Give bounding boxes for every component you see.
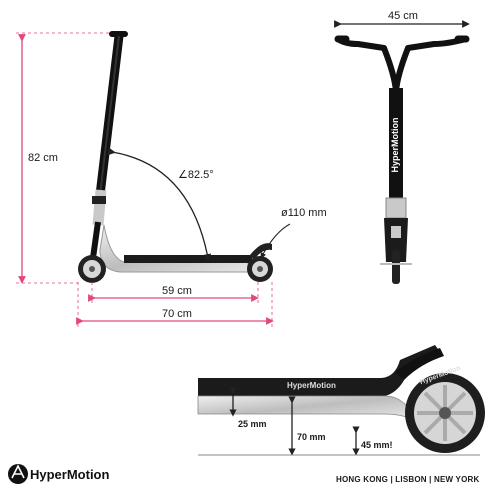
bar-brand-text: HyperMotion: [390, 117, 400, 173]
scooter-side-view: [78, 31, 273, 283]
height-label: 82 cm: [28, 152, 58, 164]
deck-length-label: 59 cm: [162, 285, 192, 297]
deck-detail: [197, 345, 485, 453]
cities-tagline: HONG KONG | LISBON | NEW YORK: [336, 475, 480, 484]
wheel-diameter-label: ø110 mm: [281, 207, 327, 219]
angle-label: ∠82.5°: [178, 169, 214, 181]
brand-name: HyperMotion: [30, 467, 110, 482]
scooter-front-view: [334, 35, 470, 284]
deck-height-label: 70 mm: [297, 432, 326, 442]
clearance-label: 45 mm!: [361, 440, 393, 450]
wheel-pointer: [260, 223, 291, 259]
angle-arc: [107, 147, 212, 262]
overall-length-label: 70 cm: [162, 308, 192, 320]
bar-width-label: 45 cm: [388, 10, 418, 22]
deck-thickness-label: 25 mm: [238, 419, 267, 429]
deck-brand-text: HyperMotion: [287, 381, 336, 390]
